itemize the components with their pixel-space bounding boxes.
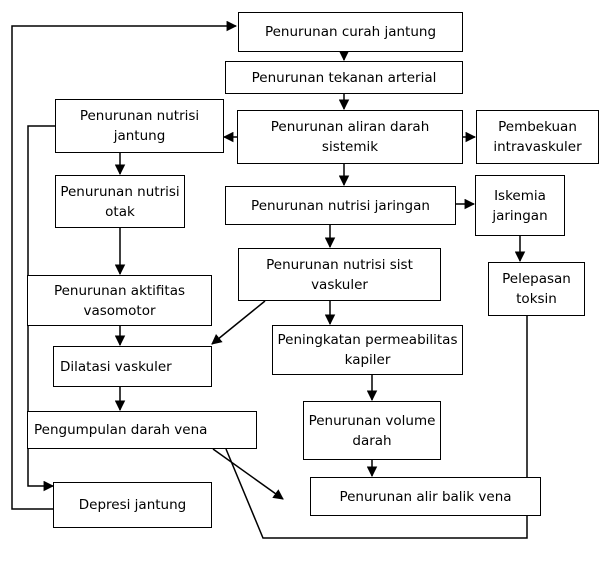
node-penurunan-curah-jantung: Penurunan curah jantung [238, 12, 463, 52]
node-depresi-jantung: Depresi jantung [53, 482, 212, 528]
node-penurunan-nutrisi-sist-vaskuler: Penurunan nutrisi sist vaskuler [238, 248, 441, 301]
line-toksin-to-loop [225, 316, 528, 539]
node-pembekuan-intravaskuler: Pembekuan intravaskuler [476, 110, 599, 164]
arrow-pengumpulan-to-alir-balik [212, 448, 284, 500]
node-label: Penurunan alir balik vena [339, 488, 512, 505]
node-label: Penurunan nutrisi jantung [79, 108, 200, 144]
node-penurunan-alir-balik-vena: Penurunan alir balik vena [310, 477, 541, 516]
node-penurunan-nutrisi-jaringan: Penurunan nutrisi jaringan [225, 186, 456, 225]
node-label: Penurunan nutrisi jaringan [251, 197, 430, 214]
node-label: Iskemia jaringan [492, 187, 548, 224]
node-label: Pengumpulan darah vena [34, 422, 208, 438]
node-label: Dilatasi vaskuler [60, 358, 172, 375]
node-penurunan-aliran-darah: Penurunan aliran darah sistemik [237, 110, 463, 164]
node-label: Depresi jantung [78, 497, 187, 513]
node-dilatasi-vaskuler: Dilatasi vaskuler [53, 346, 212, 387]
node-label: Penurunan volume darah [308, 412, 436, 449]
node-label: Penurunan aktifitas vasomotor [53, 282, 186, 319]
node-pengumpulan-darah-vena: Pengumpulan darah vena [27, 411, 257, 449]
node-penurunan-nutrisi-otak: Penurunan nutrisi otak [55, 175, 185, 228]
node-penurunan-volume-darah: Penurunan volume darah [303, 401, 441, 460]
node-penurunan-nutrisi-jantung: Penurunan nutrisi jantung [55, 99, 224, 153]
node-label: Penurunan nutrisi otak [60, 183, 180, 220]
node-label: Peningkatan permeabilitas kapiler [277, 332, 458, 368]
node-pelepasan-toksin: Pelepasan toksin [488, 262, 585, 316]
node-label: Penurunan nutrisi sist vaskuler [266, 256, 413, 293]
node-label: Penurunan curah jantung [264, 24, 437, 40]
arrow-vaskuler-to-dilatasi [211, 300, 266, 345]
node-label: Penurunan aliran darah sistemik [270, 119, 430, 155]
node-iskemia-jaringan: Iskemia jaringan [475, 175, 565, 236]
node-penurunan-tekanan-arterial: Penurunan tekanan arterial [225, 61, 463, 94]
node-penurunan-aktifitas-vasomotor: Penurunan aktifitas vasomotor [27, 275, 212, 326]
node-label: Penurunan tekanan arterial [251, 69, 437, 86]
node-label: Pelepasan toksin [502, 271, 571, 307]
node-peningkatan-permeabilitas-kapiler: Peningkatan permeabilitas kapiler [272, 325, 463, 375]
line-depresi-to-curah [11, 20, 238, 510]
node-label: Pembekuan intravaskuler [493, 119, 582, 155]
